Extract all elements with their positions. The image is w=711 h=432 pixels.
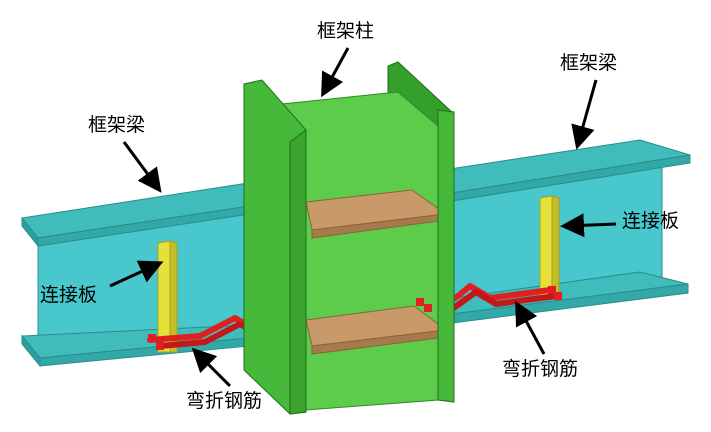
left-rebar-end-1 bbox=[148, 334, 156, 342]
column-right-flange-front bbox=[437, 109, 455, 403]
left-connecting-plate-side bbox=[169, 240, 178, 353]
column-rebar-stub-2 bbox=[424, 304, 432, 312]
label-plate-left: 连接板 bbox=[40, 284, 98, 306]
label-column: 框架柱 bbox=[317, 20, 375, 42]
label-beam-right: 框架梁 bbox=[560, 52, 618, 74]
right-rebar-end-1 bbox=[548, 286, 556, 294]
arrow-plate-left bbox=[109, 260, 164, 288]
label-rebar-right: 弯折钢筋 bbox=[502, 358, 579, 380]
arrow-beam-left bbox=[122, 141, 162, 193]
label-plate-right: 连接板 bbox=[622, 210, 680, 232]
column bbox=[243, 61, 455, 415]
left-rebar-end-2 bbox=[156, 342, 164, 350]
right-connecting-plate-side bbox=[551, 195, 560, 297]
label-beam-left: 框架梁 bbox=[88, 114, 146, 136]
arrow-rebar-right bbox=[515, 300, 546, 355]
column-rebar-stub-1 bbox=[416, 298, 424, 306]
left-connecting-plate bbox=[157, 240, 171, 353]
arrow-plate-right bbox=[560, 213, 617, 238]
arrow-beam-right bbox=[571, 79, 598, 150]
leader-arrows bbox=[109, 47, 617, 388]
right-connecting-plate bbox=[539, 195, 553, 299]
column-front-flange-face bbox=[289, 129, 307, 415]
label-rebar-left: 弯折钢筋 bbox=[186, 390, 263, 412]
arrow-column bbox=[321, 47, 350, 98]
right-beam bbox=[428, 139, 691, 324]
arrow-rebar-left bbox=[191, 347, 232, 388]
right-rebar-end-2 bbox=[554, 292, 562, 300]
left-beam-bottom-flange-edge bbox=[21, 334, 41, 368]
